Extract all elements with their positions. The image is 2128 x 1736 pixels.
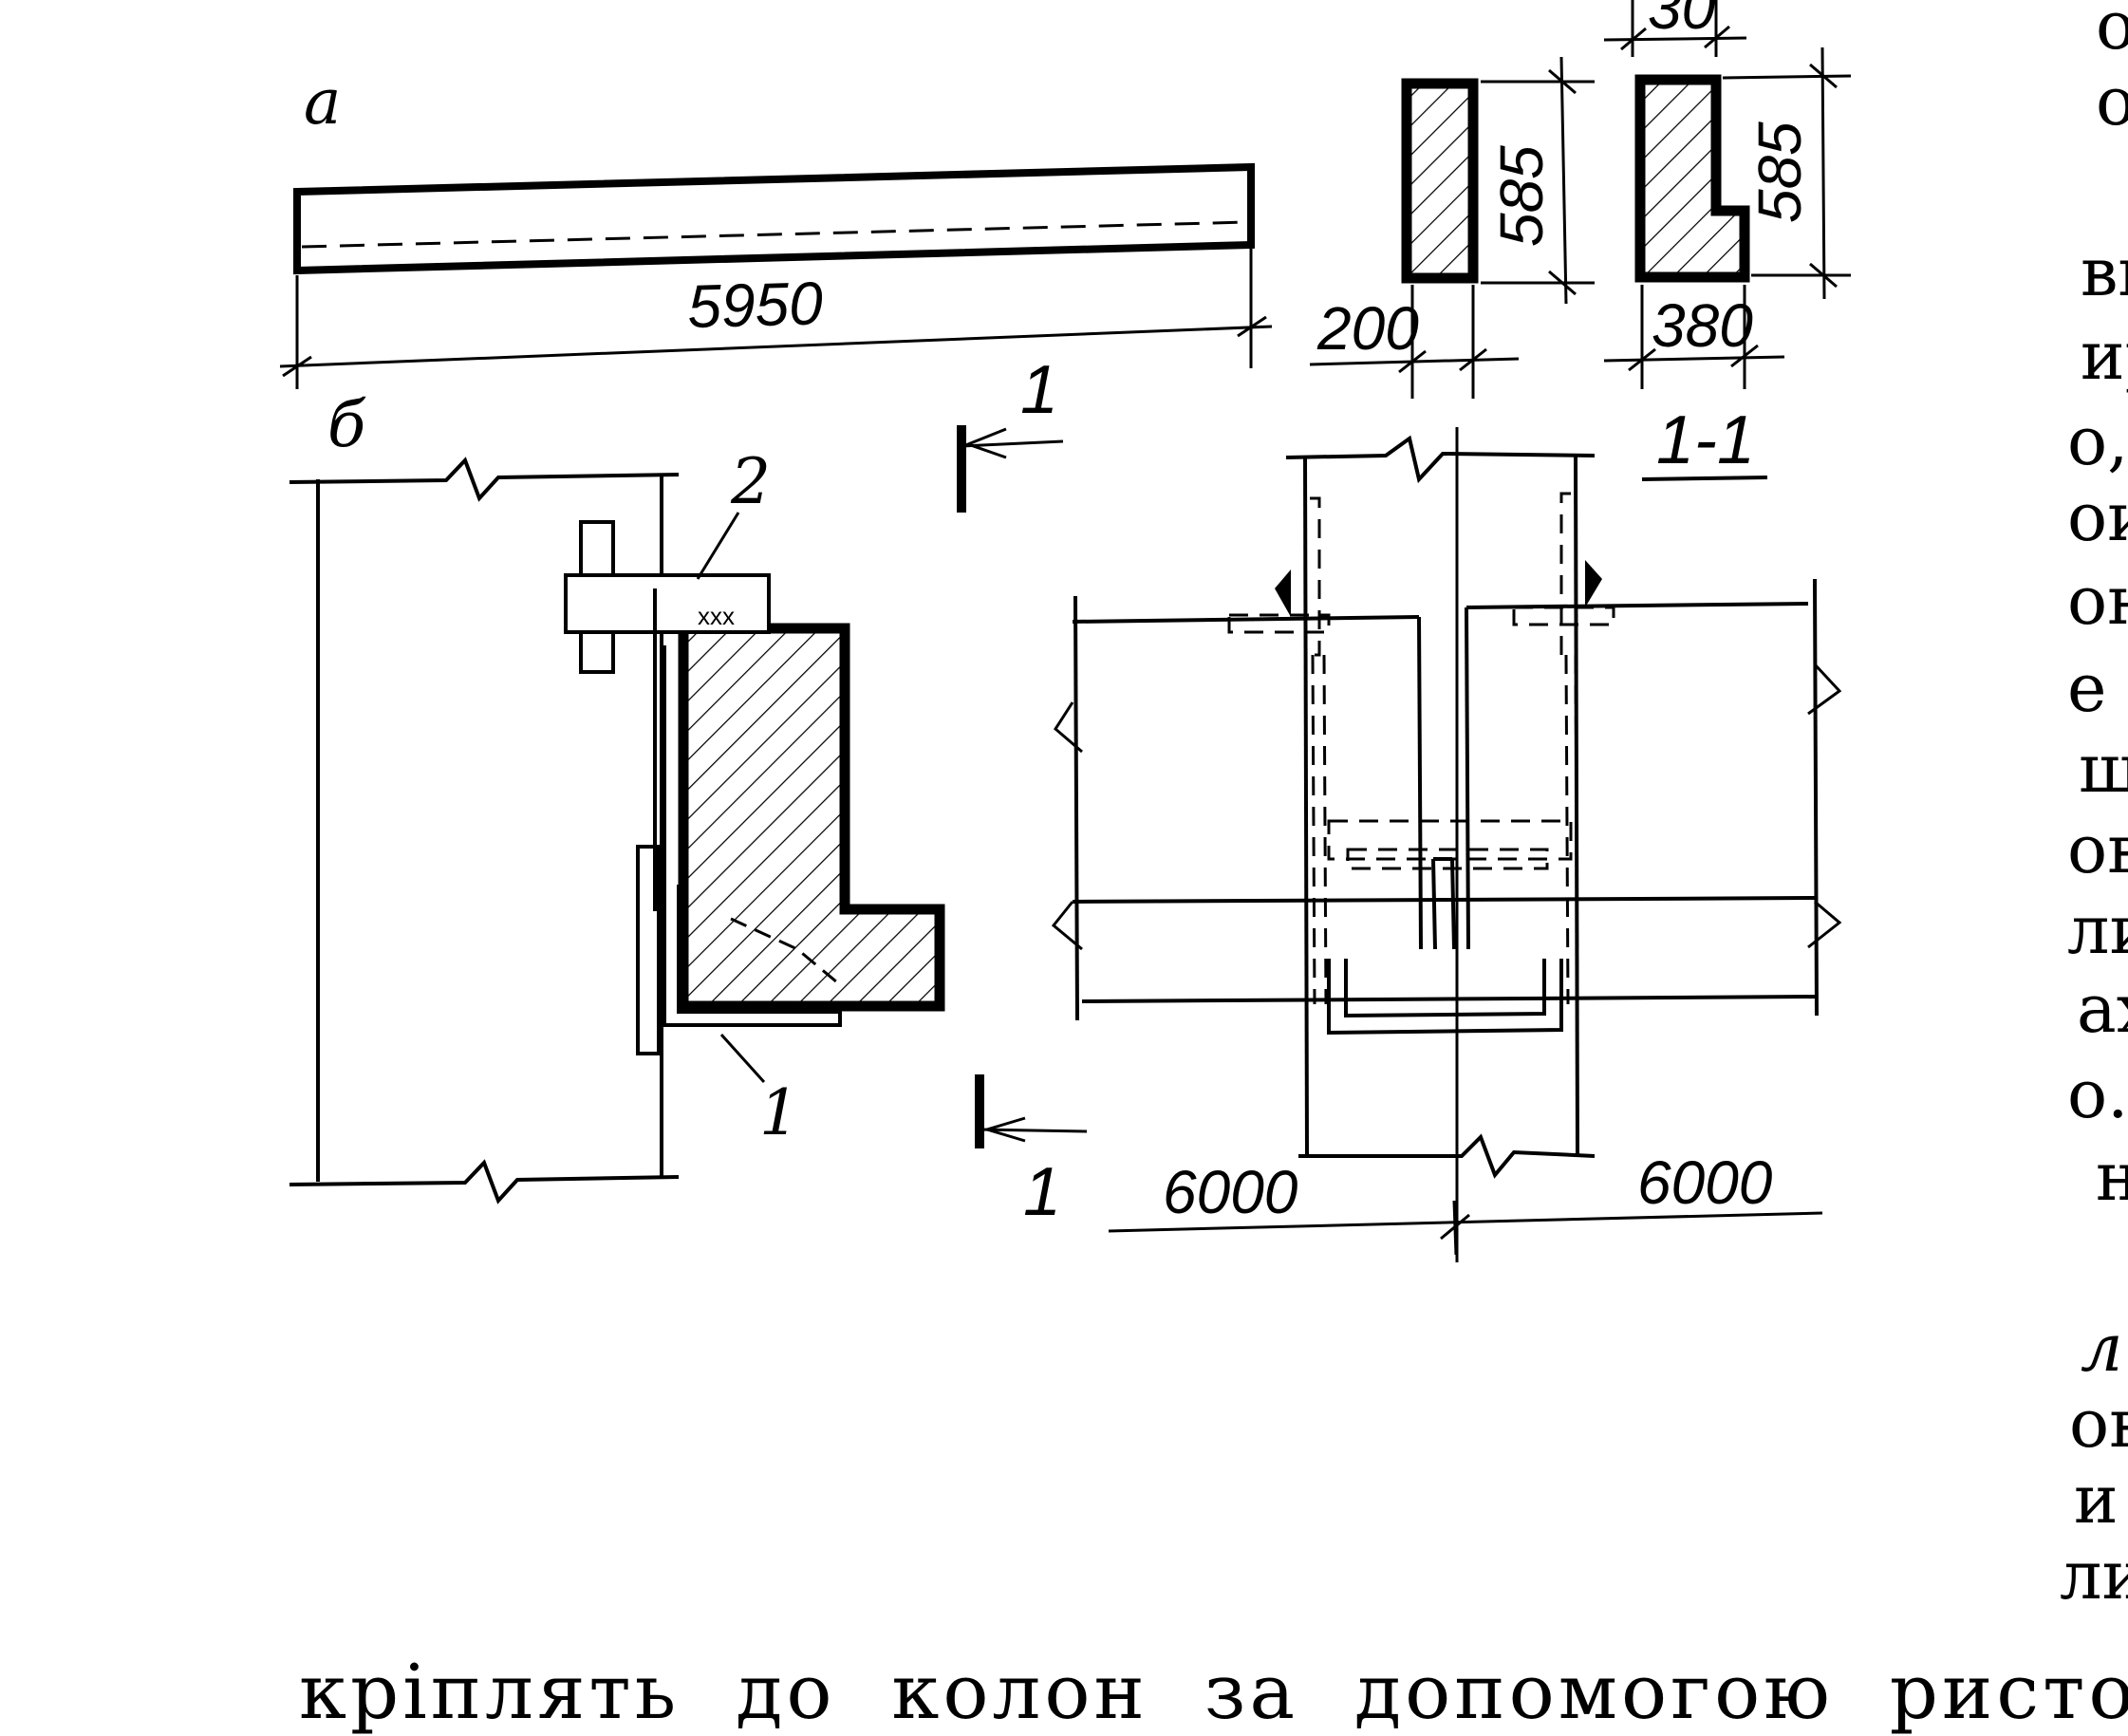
margin-line: о xyxy=(2096,0,2128,65)
margin-line: ли xyxy=(2067,891,2128,969)
margin-line: он xyxy=(2067,562,2128,640)
span-right-label: 6000 xyxy=(1637,1148,1773,1217)
l-section-dimensions xyxy=(1603,0,1852,389)
section-mark-top-label: 1 xyxy=(1020,352,1058,428)
margin-line: о. xyxy=(2067,1055,2128,1133)
section-mark-bottom-label: 1 xyxy=(1023,1154,1061,1230)
section-title: 1-1 xyxy=(1656,402,1755,478)
margin-line: ои xyxy=(2067,478,2128,556)
section-1-1-hidden-lines xyxy=(1227,492,1615,1005)
margin-line: о xyxy=(2096,63,2128,140)
rect-section-dimensions xyxy=(1309,56,1595,399)
l-beam-detail xyxy=(678,623,945,1012)
margin-line: ов xyxy=(2069,1385,2128,1463)
span-left-label: 6000 xyxy=(1163,1158,1298,1226)
support-angle xyxy=(636,845,842,1055)
margin-line: е с xyxy=(2067,649,2128,727)
bottom-text-line: кріплять до колон за допомогою ристо xyxy=(299,1648,2128,1736)
margin-line: ові xyxy=(2067,811,2128,888)
section-title-underline xyxy=(1641,476,1768,481)
beam-length-dimension xyxy=(279,249,1273,389)
beam-elevation xyxy=(293,162,1255,275)
svg-text:xxx: xxx xyxy=(698,602,735,630)
item-1-label: 1 xyxy=(759,1076,799,1149)
label-b: б xyxy=(327,388,366,461)
l-top-label: 30 xyxy=(1648,0,1716,42)
section-1-1-drawing xyxy=(1051,427,1842,1262)
margin-line: л xyxy=(2081,1309,2123,1387)
margin-line: о, xyxy=(2067,402,2128,480)
margin-line: н xyxy=(2096,1138,2128,1216)
margin-line: ш xyxy=(2079,730,2128,808)
margin-line: ах xyxy=(2077,970,2128,1048)
margin-line: ир xyxy=(2081,317,2128,395)
rect-section xyxy=(1401,78,1479,284)
section-marker-top xyxy=(957,425,1064,513)
label-a: а xyxy=(304,65,341,139)
column-elevation xyxy=(289,457,680,1204)
item-2-leader xyxy=(696,512,740,580)
item-2-label: 2 xyxy=(730,445,771,518)
l-section xyxy=(1634,74,1750,283)
rect-width-label: 200 xyxy=(1316,294,1419,363)
anchor-bolt-assembly: xxx xyxy=(564,520,771,911)
section-marker-bottom xyxy=(975,1074,1088,1148)
margin-line: и xyxy=(2074,1461,2119,1539)
item-1-leader xyxy=(719,1033,766,1084)
l-height-label: 585 xyxy=(1745,121,1814,223)
margin-line: ли xyxy=(2060,1537,2128,1615)
l-width-label: 380 xyxy=(1652,291,1753,360)
margin-line: ви xyxy=(2081,233,2128,311)
span-dimension xyxy=(1108,1200,1823,1256)
beam-length-label: 5950 xyxy=(686,269,824,341)
rect-height-label: 585 xyxy=(1487,145,1556,247)
